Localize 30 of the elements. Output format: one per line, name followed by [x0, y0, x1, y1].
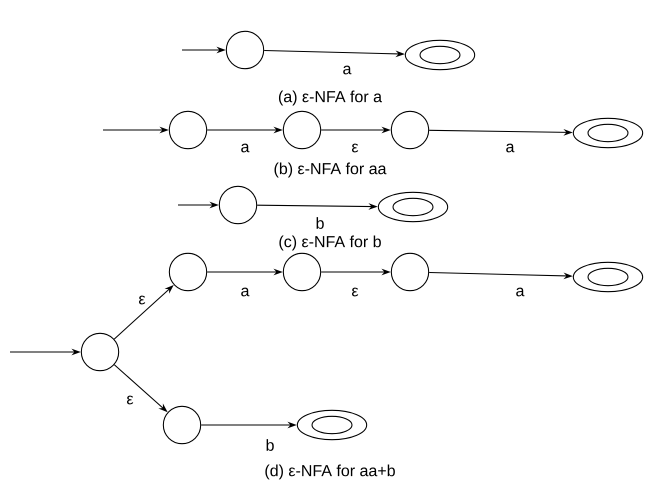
state-circle — [390, 110, 430, 150]
edge-label: a — [241, 144, 250, 152]
state-circle — [168, 252, 208, 292]
edge-label: a — [516, 288, 524, 296]
edge-label: a — [241, 288, 250, 296]
accepting-state — [572, 118, 644, 148]
edge-label: b — [316, 217, 324, 229]
state-circle — [390, 252, 430, 292]
edge-label: a — [506, 144, 514, 152]
state-circle — [162, 406, 202, 444]
edge-label: ε — [126, 396, 134, 404]
edge-label: a — [343, 66, 352, 74]
edge-label: b — [266, 439, 274, 451]
accepting-state — [404, 40, 476, 70]
state-circle — [282, 252, 322, 292]
caption: (d) ε-NFA for aa+b — [265, 464, 395, 480]
accepting-state — [296, 410, 368, 440]
accepting-state — [378, 192, 448, 222]
state-circle — [226, 30, 264, 70]
edge-label: ε — [138, 296, 146, 304]
state-circle — [80, 332, 120, 372]
state-circle — [218, 186, 258, 224]
state-circle — [168, 110, 208, 150]
edge-label: ε — [352, 144, 358, 152]
caption: (a) ε-NFA for a — [278, 90, 382, 106]
edge-label: ε — [352, 288, 358, 296]
state-circle — [282, 110, 322, 150]
caption: (b) ε-NFA for aa — [274, 162, 386, 178]
caption: (c) ε-NFA for b — [279, 236, 381, 250]
accepting-state — [572, 262, 644, 292]
